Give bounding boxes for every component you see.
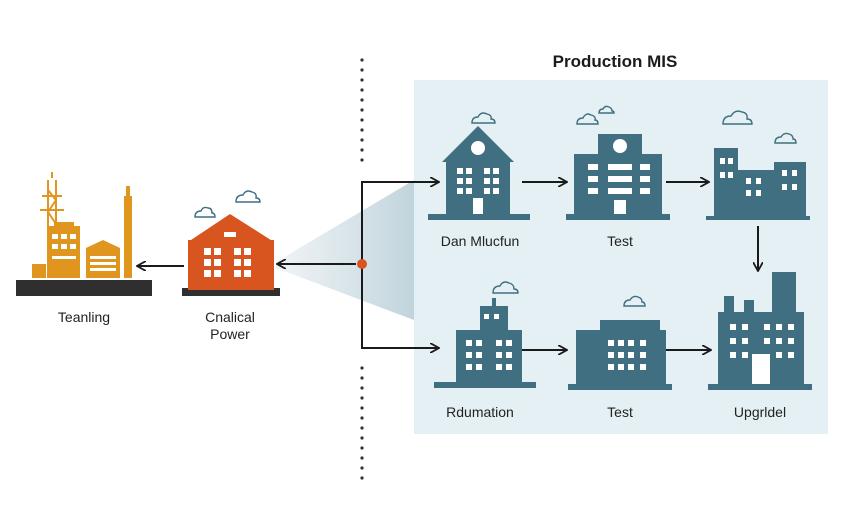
cloud-icon xyxy=(774,132,797,144)
top-2-label: Test xyxy=(607,233,633,249)
bottom-3-label: Upgrldel xyxy=(733,404,787,420)
cloud-icon xyxy=(623,295,646,307)
terminal-industrial-icon xyxy=(16,172,152,296)
hub-connectors xyxy=(138,182,438,348)
hub-line-up xyxy=(361,182,438,262)
bottom-2-building-icon xyxy=(568,320,672,390)
panel-flow-arrows xyxy=(522,182,758,350)
cloud-icon xyxy=(471,112,496,124)
cloud-icon xyxy=(598,105,615,114)
cloud-icon xyxy=(235,190,261,203)
top-1-building-icon xyxy=(428,126,530,220)
power-label: Cnalical Power xyxy=(205,309,255,342)
top-2-building-icon xyxy=(566,134,670,220)
cloud-icon xyxy=(722,110,753,125)
top-3-building-icon xyxy=(706,148,810,220)
bottom-3-factory-icon xyxy=(708,272,812,390)
bottom-2-label: Test xyxy=(607,404,633,420)
hub-dot xyxy=(357,259,367,269)
diagram-title: Production MIS xyxy=(552,52,678,71)
hub-line-down xyxy=(361,266,438,348)
dotted-divider xyxy=(360,58,364,480)
bottom-1-building-icon xyxy=(434,298,536,388)
clouds xyxy=(194,105,797,307)
bottom-1-label: Rdumation xyxy=(446,404,514,420)
top-1-label: Dan Mlucfun xyxy=(440,233,520,249)
cloud-icon xyxy=(576,113,599,125)
cloud-icon xyxy=(492,281,519,294)
cloud-icon xyxy=(194,206,216,218)
power-plant-building-icon xyxy=(182,214,280,296)
terminal-label: Teanling xyxy=(57,309,111,325)
light-beam xyxy=(276,180,414,320)
